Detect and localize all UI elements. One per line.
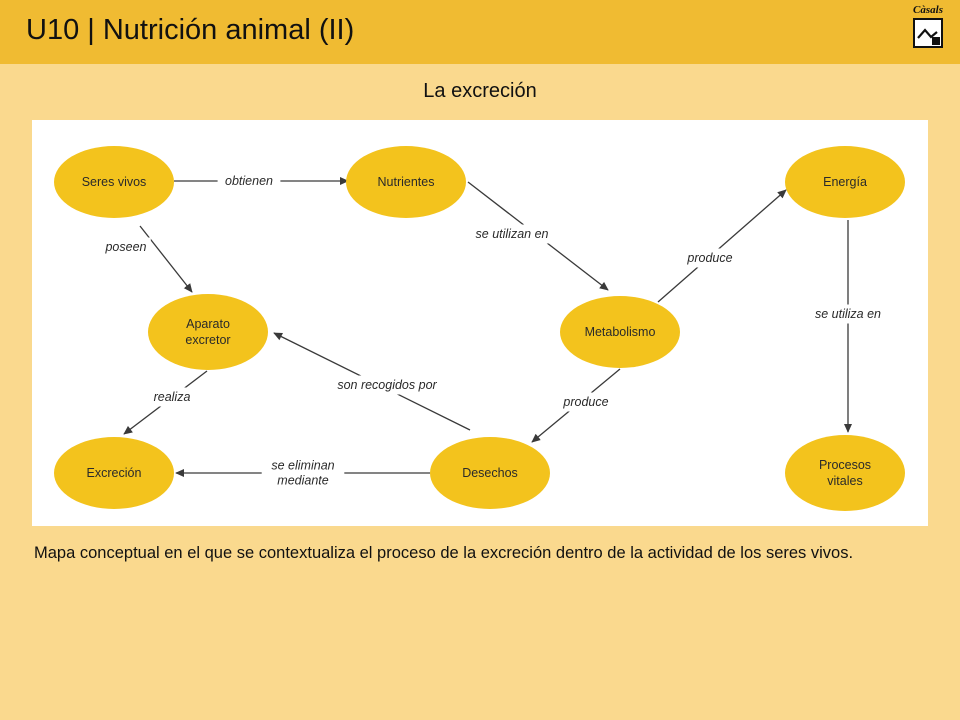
edge-label-obtienen: obtienen [225,174,273,188]
edge-label-realiza: realiza [154,390,191,404]
node-metabolismo-label: Metabolismo [585,325,656,339]
edge-label-background [261,456,345,490]
edge-label-background [325,375,449,395]
edge-label-background [681,248,739,268]
edge-label-se-utiliza-en: se utiliza en [815,307,881,321]
diagram-title: La excreción [423,80,537,102]
node-seres-vivos-ellipse [54,146,174,218]
edge-label-son-recogidos-por: son recogidos por [337,378,437,392]
edge-label-background [101,237,151,257]
node-nutrientes-label: Nutrientes [378,175,435,189]
node-excrecion-ellipse [54,437,174,509]
logo-text: Càsals [913,4,943,16]
node-energia-ellipse [785,146,905,218]
edge-label-produce-desechos: produce [562,395,608,409]
edge-label-background [800,304,896,324]
edge-label-produce-energia: produce [686,251,732,265]
publisher-logo[interactable]: Càsals [906,4,950,52]
node-seres-vivos: Seres vivos [54,146,174,218]
node-aparato-excretor-ellipse [148,294,268,370]
header-bar: U10 | Nutrición animal (II) Càsals [0,0,960,64]
node-energia: Energía [785,146,905,218]
page-title: U10 | Nutrición animal (II) [26,14,355,46]
figure-caption: Mapa conceptual en el que se contextuali… [34,544,854,562]
node-metabolismo-ellipse [560,296,680,368]
edge-label-background [460,224,564,244]
edge-label-background [217,171,281,191]
node-energia-label: Energía [823,175,867,189]
edge-produce-energia-arrow [657,189,787,303]
node-desechos: Desechos [430,437,550,509]
node-nutrientes-ellipse [346,146,466,218]
edge-poseen-arrow [139,225,193,293]
edge-label-background [557,392,615,412]
node-desechos-ellipse [430,437,550,509]
logo-icon [913,18,943,48]
edge-label-poseen: poseen [104,240,146,254]
edge-label-se-utilizan-en: se utilizan en [476,227,549,241]
node-excrecion-label: Excreción [87,466,142,480]
node-excrecion: Excreción [54,437,174,509]
node-metabolismo: Metabolismo [560,296,680,368]
node-nutrientes: Nutrientes [346,146,466,218]
node-procesos-vitales-ellipse [785,435,905,511]
node-desechos-label: Desechos [462,466,518,480]
edge-label-background [143,387,201,407]
node-seres-vivos-label: Seres vivos [82,175,147,189]
